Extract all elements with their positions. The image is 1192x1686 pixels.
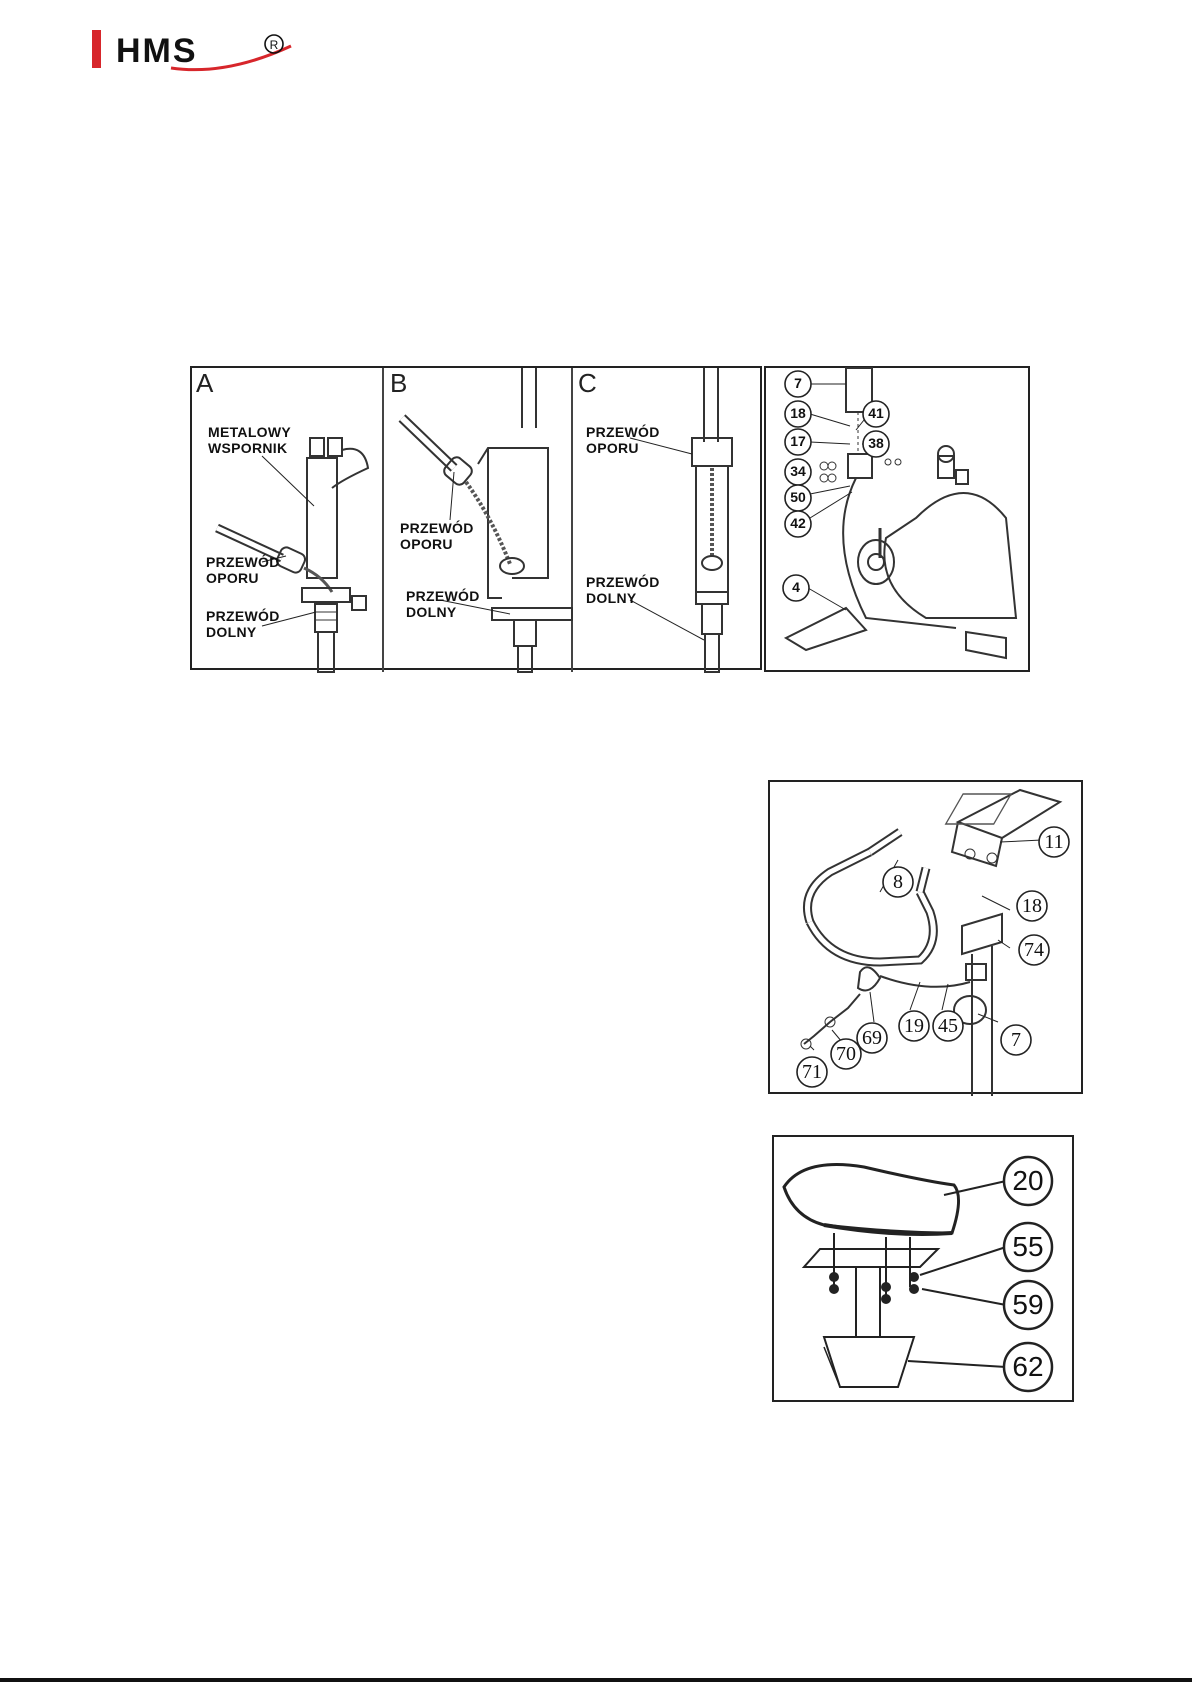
logo-accent-bar bbox=[92, 30, 101, 68]
part-number-62: 62 bbox=[1004, 1351, 1052, 1383]
part-number-74: 74 bbox=[1019, 939, 1049, 962]
handlebar-console-figure: 11 8 18 74 19 45 7 69 70 71 bbox=[768, 780, 1083, 1094]
part-number-59: 59 bbox=[1004, 1289, 1052, 1321]
registered-mark: R bbox=[270, 38, 279, 52]
brand-name: HMS bbox=[116, 32, 198, 70]
hms-logo-graphic: HMS R bbox=[116, 28, 296, 72]
part-number-7: 7 bbox=[785, 375, 811, 391]
label-lower-cable-b-1: PRZEWÓD bbox=[406, 588, 480, 605]
cable-connection-figure: A METALOWY WSPORNIK PRZEWÓD OPORU PRZEWÓ… bbox=[190, 366, 762, 670]
seat-assembly-figure: 20 55 59 62 bbox=[772, 1135, 1074, 1402]
part-number-71: 71 bbox=[797, 1061, 827, 1084]
panel-b-letter: B bbox=[390, 368, 407, 399]
label-lower-cable-a-1: PRZEWÓD bbox=[206, 608, 280, 625]
part-number-45: 45 bbox=[933, 1015, 963, 1038]
part-number-19: 19 bbox=[899, 1015, 929, 1038]
part-number-55: 55 bbox=[1004, 1231, 1052, 1263]
label-metal-bracket-1: METALOWY bbox=[208, 424, 291, 441]
label-resistance-cable-a-2: OPORU bbox=[206, 570, 259, 587]
cable-connection-drawing bbox=[192, 368, 764, 672]
label-lower-cable-c-1: PRZEWÓD bbox=[586, 574, 660, 591]
label-lower-cable-b-2: DOLNY bbox=[406, 604, 457, 621]
part-number-17: 17 bbox=[785, 433, 811, 449]
part-number-8: 8 bbox=[883, 871, 913, 894]
part-number-42: 42 bbox=[785, 515, 811, 531]
hms-logo: HMS R bbox=[116, 28, 296, 72]
part-number-18: 18 bbox=[785, 405, 811, 421]
label-metal-bracket-2: WSPORNIK bbox=[208, 440, 287, 457]
mast-assembly-figure: 7 18 41 17 38 34 50 42 4 bbox=[764, 366, 1030, 672]
part-number-18: 18 bbox=[1017, 895, 1047, 918]
part-number-38: 38 bbox=[863, 435, 889, 451]
part-number-7: 7 bbox=[1001, 1029, 1031, 1052]
panel-a-letter: A bbox=[196, 368, 213, 399]
label-resistance-cable-c-2: OPORU bbox=[586, 440, 639, 457]
label-resistance-cable-c-1: PRZEWÓD bbox=[586, 424, 660, 441]
label-resistance-cable-b-1: PRZEWÓD bbox=[400, 520, 474, 537]
label-resistance-cable-a-1: PRZEWÓD bbox=[206, 554, 280, 571]
part-number-70: 70 bbox=[831, 1043, 861, 1066]
part-number-4: 4 bbox=[783, 579, 809, 595]
part-number-41: 41 bbox=[863, 405, 889, 421]
label-lower-cable-a-2: DOLNY bbox=[206, 624, 257, 641]
part-number-11: 11 bbox=[1039, 831, 1069, 854]
page-bottom-rule bbox=[0, 1678, 1192, 1682]
panel-c-letter: C bbox=[578, 368, 597, 399]
part-number-20: 20 bbox=[1004, 1165, 1052, 1197]
label-lower-cable-c-2: DOLNY bbox=[586, 590, 637, 607]
part-number-69: 69 bbox=[857, 1027, 887, 1050]
part-number-50: 50 bbox=[785, 489, 811, 505]
part-number-34: 34 bbox=[785, 463, 811, 479]
label-resistance-cable-b-2: OPORU bbox=[400, 536, 453, 553]
